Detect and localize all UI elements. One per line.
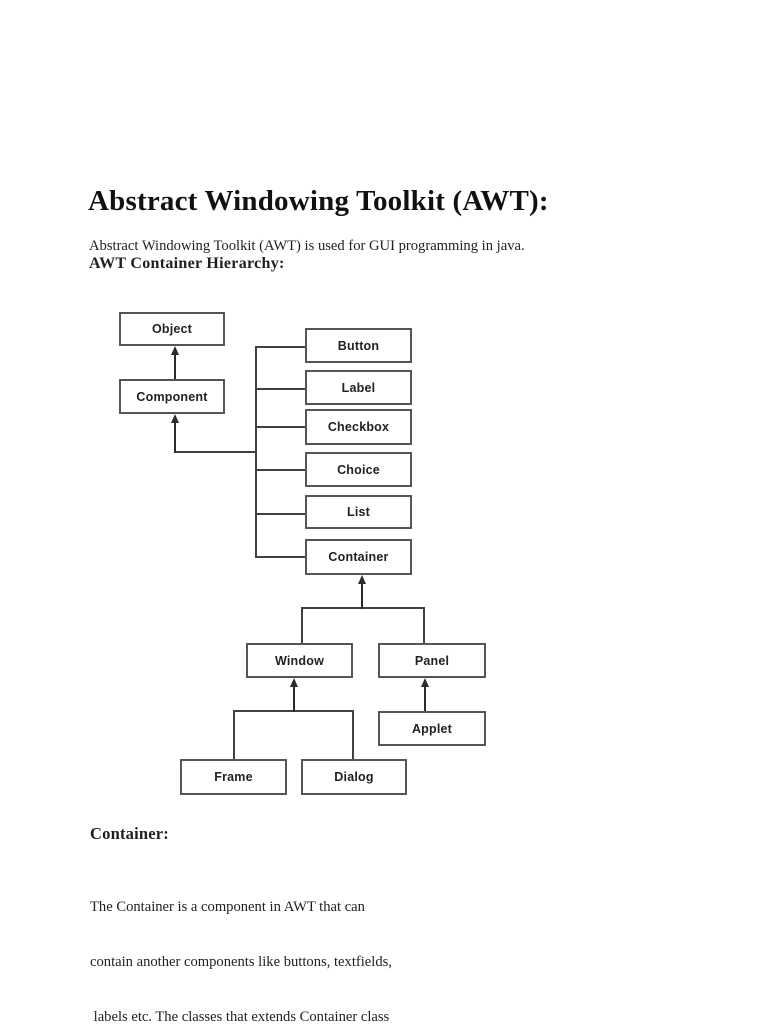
- arrow-up-icon: [170, 414, 179, 423]
- diagram-box-applet: Applet: [378, 711, 486, 746]
- diagram-connector-drop-dialog: [352, 710, 354, 759]
- diagram-arrow-rail-to-container: [357, 575, 367, 609]
- arrow-shaft: [174, 353, 176, 379]
- arrow-up-icon: [170, 346, 179, 355]
- page-title: Abstract Windowing Toolkit (AWT):: [88, 185, 549, 217]
- arrow-shaft: [424, 685, 426, 711]
- diagram-connector-stub-choice: [255, 469, 305, 471]
- arrow-shaft: [361, 582, 363, 609]
- body-line: contain another components like buttons,…: [90, 954, 392, 971]
- diagram-arrow-applet-to-panel: [420, 678, 430, 711]
- diagram-connector-drop-frame: [233, 710, 235, 759]
- diagram-arrow-component-to-object: [170, 346, 180, 379]
- diagram-box-component: Component: [119, 379, 225, 414]
- container-section-body: The Container is a component in AWT that…: [90, 862, 392, 1024]
- diagram-box-dialog: Dialog: [301, 759, 407, 795]
- diagram-box-label: Applet: [411, 721, 453, 736]
- diagram-arrow-branch-to-component: [170, 414, 180, 453]
- diagram-box-container: Container: [305, 539, 412, 575]
- diagram-box-choice: Choice: [305, 452, 412, 487]
- arrow-up-icon: [420, 678, 429, 687]
- body-line: The Container is a component in AWT that…: [90, 899, 365, 916]
- diagram-box-label: Label: [305, 370, 412, 405]
- arrow-shaft: [293, 685, 295, 712]
- hierarchy-heading: AWT Container Hierarchy:: [89, 255, 285, 272]
- diagram-box-label: Component: [136, 389, 208, 404]
- diagram-box-panel: Panel: [378, 643, 486, 678]
- diagram-box-label: Label: [341, 380, 376, 395]
- diagram-box-label: Button: [337, 338, 380, 353]
- diagram-box-button: Button: [305, 328, 412, 363]
- diagram-box-label: Checkbox: [327, 420, 390, 434]
- diagram-connector-drop-panel: [423, 607, 425, 643]
- diagram-box-frame: Frame: [180, 759, 287, 795]
- diagram-box-label: Choice: [337, 462, 380, 477]
- diagram-box-label: Window: [275, 653, 324, 668]
- diagram-box-label: Object: [151, 322, 193, 336]
- diagram-connector-stub-container: [255, 556, 305, 558]
- diagram-box-label: Panel: [414, 653, 450, 668]
- diagram-box-checkbox: Checkbox: [305, 409, 412, 445]
- diagram-box-label: Frame: [214, 770, 253, 784]
- body-line: labels etc. The classes that extends Con…: [90, 1008, 390, 1024]
- diagram-box-label: List: [346, 505, 371, 519]
- diagram-box-label: Dialog: [334, 770, 374, 784]
- intro-text: Abstract Windowing Toolkit (AWT) is used…: [89, 238, 525, 254]
- arrow-shaft: [174, 421, 176, 453]
- diagram-box-window: Window: [246, 643, 353, 678]
- diagram-connector-component-branch: [174, 451, 256, 453]
- diagram-box-label: Container: [328, 550, 389, 564]
- diagram-connector-frame-dialog-rail: [233, 710, 353, 712]
- container-section-heading: Container:: [90, 824, 169, 843]
- diagram-connector-drop-window: [301, 607, 303, 643]
- diagram-arrow-rail-to-window: [289, 678, 299, 712]
- diagram-box-object: Object: [119, 312, 225, 346]
- diagram-connector-stub-label: [255, 388, 305, 390]
- diagram-connector-stub-button: [255, 346, 305, 348]
- arrow-up-icon: [289, 678, 298, 687]
- diagram-connector-stub-list: [255, 513, 305, 515]
- diagram-connector-stub-checkbox: [255, 426, 305, 428]
- diagram-box-list: List: [305, 495, 412, 529]
- arrow-up-icon: [357, 575, 366, 584]
